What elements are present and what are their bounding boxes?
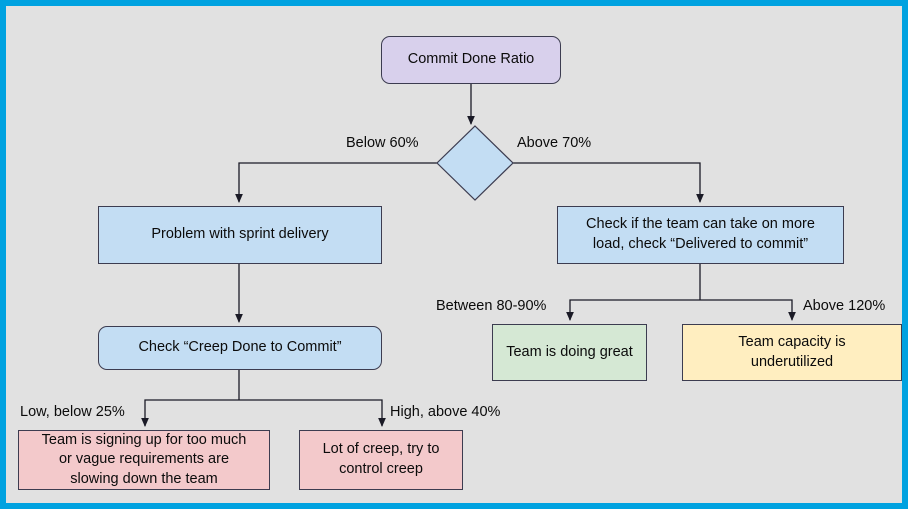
- node-label: Team capacity is underutilized: [738, 333, 845, 372]
- node-commit-done-ratio[interactable]: Commit Done Ratio: [381, 36, 561, 84]
- node-lot-of-creep-control-creep[interactable]: Lot of creep, try to control creep: [299, 430, 463, 490]
- edge-label-above-70: Above 70%: [517, 135, 592, 151]
- node-check-team-can-take-more-load[interactable]: Check if the team can take on more load,…: [557, 206, 844, 264]
- node-team-is-doing-great[interactable]: Team is doing great: [492, 324, 647, 381]
- edge-label-above-120: Above 120%: [803, 298, 886, 314]
- node-label: Commit Done Ratio: [407, 51, 535, 68]
- node-team-capacity-is-underutilized[interactable]: Team capacity is underutilized: [682, 324, 902, 381]
- node-label-line2: or vague requirements are: [58, 451, 230, 468]
- edge-creep-to-signing: [141, 399, 239, 428]
- node-check-creep-done-to-commit[interactable]: Check “Creep Done to Commit”: [98, 326, 382, 370]
- decision-diamond: [436, 125, 514, 201]
- edge-decision-left: [235, 162, 438, 204]
- node-label-line2: control creep: [339, 461, 423, 477]
- node-label-line1: Lot of creep, try to: [322, 441, 440, 458]
- edge-teamload-to-great: [566, 299, 700, 322]
- node-label-line1: Team is signing up for too much: [41, 431, 247, 448]
- node-problem-with-sprint-delivery[interactable]: Problem with sprint delivery: [98, 206, 382, 264]
- node-label-line1: Team capacity is: [738, 333, 846, 350]
- edge-label-high-above-40: High, above 40%: [390, 404, 501, 420]
- node-label: Team is doing great: [506, 343, 633, 360]
- edge-label-low-below-25: Low, below 25%: [20, 404, 125, 420]
- node-team-is-signing-up-for-too-much[interactable]: Team is signing up for too much or vague…: [18, 430, 270, 490]
- node-label: Check if the team can take on more load,…: [586, 215, 815, 254]
- edge-label-below-60: Below 60%: [346, 135, 419, 151]
- node-label-line2: underutilized: [750, 353, 834, 370]
- edge-label-between-80-90: Between 80-90%: [436, 298, 547, 314]
- edge-creep-to-lotcreep: [239, 399, 386, 428]
- node-label: Problem with sprint delivery: [151, 226, 329, 243]
- node-label: Check “Creep Done to Commit”: [138, 339, 342, 356]
- edge-teamload-to-capacity: [700, 299, 796, 322]
- edge-decision-right: [512, 162, 704, 204]
- node-label-line2: load, check “Delivered to commit”: [592, 236, 809, 252]
- node-label: Team is signing up for too much or vague…: [42, 431, 247, 490]
- node-label-line3: slowing down the team: [70, 470, 218, 487]
- node-label-line1: Check if the team can take on more: [586, 216, 815, 233]
- node-label: Lot of creep, try to control creep: [323, 440, 440, 479]
